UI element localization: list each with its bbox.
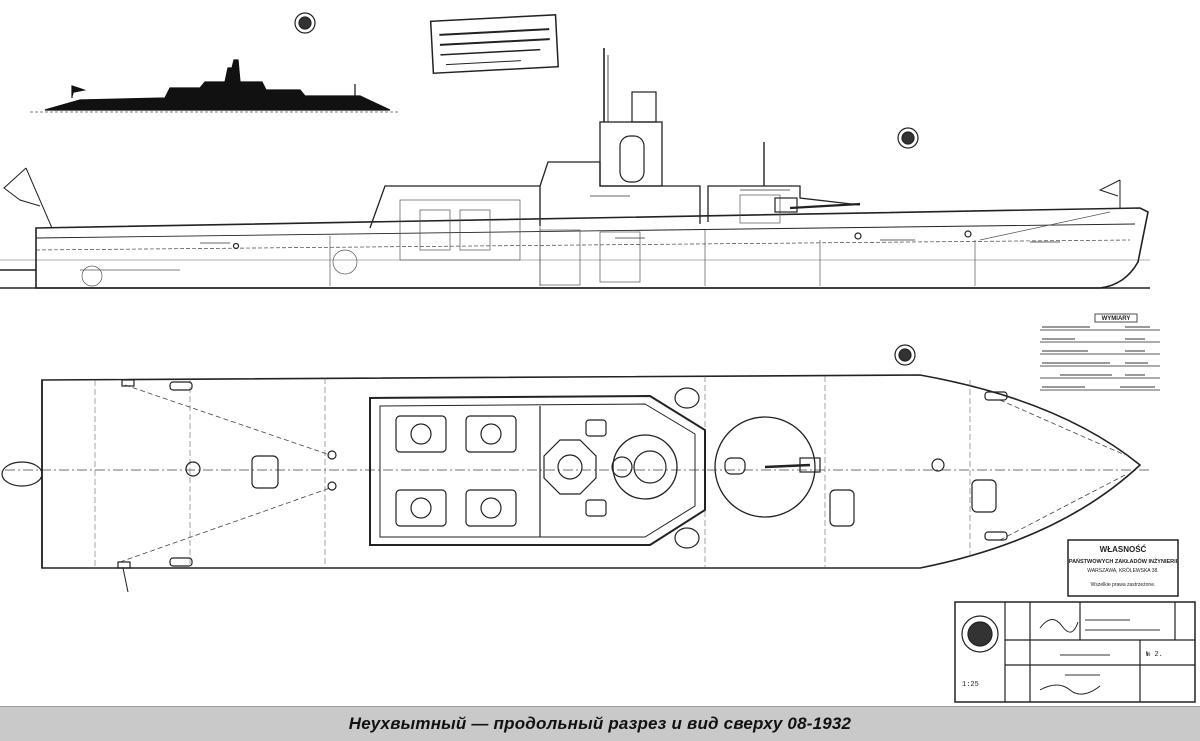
caption-text: Неухвытный — продольный разрез и вид све… [348,714,852,733]
dimensions-title: WYMIARY [1102,316,1131,322]
plan-view [1,374,1150,593]
stamp-title: WŁASNOŚĆ [1100,545,1147,554]
emblem-top [294,12,316,34]
side-profile [0,48,1150,289]
emblem-right [897,127,919,149]
stamp-line2: WARSZAWA, KRÓLEWSKA 38. [1087,567,1158,574]
ownership-stamp-top [429,14,560,75]
ship-drawing: WŁASNOŚĆ PAŃSTWOWYCH ZAKŁADÓW INŻYNIERII… [0,12,1196,703]
ownership-stamp-bottom [1067,539,1179,597]
stamp-line3: Wszelkie prawa zastrzeżone. [1091,582,1156,588]
sheet-number: № 2. [1146,651,1163,659]
ship-silhouette [30,59,400,113]
title-block [954,601,1196,703]
dimensions-table [1040,313,1160,391]
caption-bar: Неухвытный — продольный разрез и вид све… [0,706,1200,741]
emblem-plan [894,344,916,366]
scale-text: 1:25 [962,681,979,689]
stamp-line1: PAŃSTWOWYCH ZAKŁADÓW INŻYNIERII [1069,557,1178,565]
